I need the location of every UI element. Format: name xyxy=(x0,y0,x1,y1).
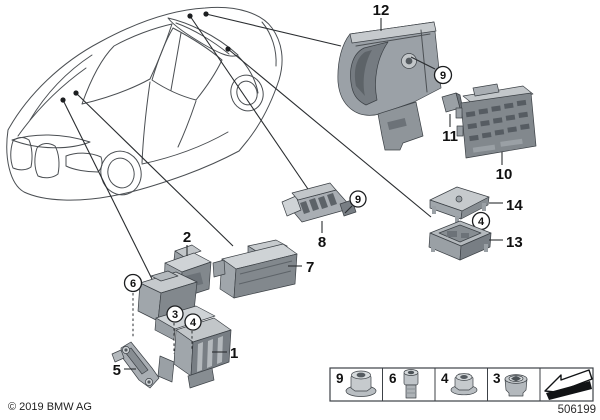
doc-number-text: 506199 xyxy=(558,404,596,416)
callout-9b-circle[interactable] xyxy=(349,190,367,208)
fastener-legend: 9 6 4 xyxy=(329,367,594,402)
leader-lines xyxy=(60,11,432,280)
part-5-drawing[interactable] xyxy=(111,341,160,389)
legend-4-label: 4 xyxy=(441,371,449,386)
callout-4a-label[interactable]: 4 xyxy=(478,216,485,228)
part-12-drawing[interactable] xyxy=(337,21,442,151)
copyright-text: © 2019 BMW AG xyxy=(8,401,92,413)
part-13-drawing[interactable] xyxy=(428,220,492,261)
callout-5-label[interactable]: 5 xyxy=(113,362,121,379)
part-14-drawing[interactable] xyxy=(429,186,490,224)
leader-dot xyxy=(73,90,79,96)
legend-cell-4[interactable]: 4 xyxy=(441,371,478,396)
part-8-drawing[interactable] xyxy=(281,182,357,223)
callout-9a-line xyxy=(410,56,436,70)
callout-7-label[interactable]: 7 xyxy=(306,259,314,276)
callout-4b-circle[interactable] xyxy=(184,313,202,331)
legend-cell-3[interactable]: 3 xyxy=(493,371,528,397)
leader-dot xyxy=(225,46,231,52)
callout-4b-label[interactable]: 4 xyxy=(190,317,197,329)
legend-6-label: 6 xyxy=(389,371,397,386)
callout-1-label[interactable]: 1 xyxy=(230,345,238,362)
part-10-drawing[interactable] xyxy=(455,83,537,159)
legend-9-label: 9 xyxy=(336,371,344,386)
legend-3-label: 3 xyxy=(493,371,501,386)
legend-cell-arrow[interactable] xyxy=(544,369,593,400)
callout-9a-label[interactable]: 9 xyxy=(440,70,446,82)
leader-dot xyxy=(60,97,66,103)
leader-dot xyxy=(187,13,193,19)
socket-head-bolt-icon xyxy=(403,369,419,399)
callout-8-label[interactable]: 8 xyxy=(318,234,326,251)
callout-13-label[interactable]: 13 xyxy=(506,234,523,251)
callout-9a-circle[interactable] xyxy=(433,65,453,85)
callout-6-circle[interactable] xyxy=(123,273,143,293)
part-7-drawing[interactable] xyxy=(212,239,298,299)
torx-plug-icon xyxy=(504,374,528,397)
callout-2-label[interactable]: 2 xyxy=(183,229,191,246)
direction-of-travel-arrow-icon xyxy=(544,369,593,400)
car-illustration xyxy=(6,6,283,201)
callout-6-label[interactable]: 6 xyxy=(130,278,136,290)
callout-9b-line xyxy=(344,205,353,214)
callout-12-label[interactable]: 12 xyxy=(373,2,390,19)
flange-nut-icon xyxy=(345,370,377,397)
legend-cell-6[interactable]: 6 xyxy=(389,369,419,399)
leader-dot xyxy=(203,11,209,17)
callout-10-label[interactable]: 10 xyxy=(496,166,513,183)
callout-3-label[interactable]: 3 xyxy=(172,309,178,321)
callout-9b-label[interactable]: 9 xyxy=(355,194,361,206)
legend-cell-9[interactable]: 9 xyxy=(336,370,377,397)
callout-3-circle[interactable] xyxy=(166,305,184,323)
callout-11-label[interactable]: 11 xyxy=(442,128,458,145)
hex-flange-nut-icon xyxy=(450,373,478,396)
callout-14-label[interactable]: 14 xyxy=(506,197,523,214)
